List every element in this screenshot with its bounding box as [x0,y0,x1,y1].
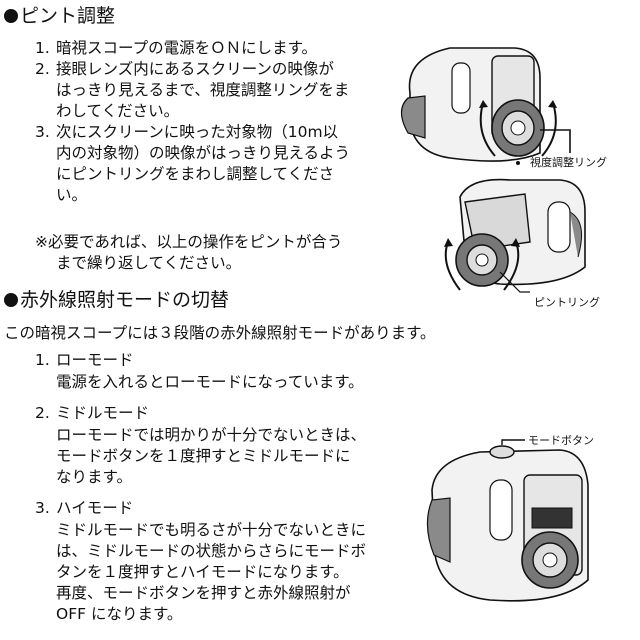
bullet-icon [4,293,18,307]
rotation-arrow-icon [511,238,520,247]
mode-3-line-5: OFF になります。 [56,605,183,623]
mode-3-number: 3. [35,499,50,517]
mode-2-line-2: モードボタンを１度押すとミドルモードに [56,447,351,465]
ir-mode-intro: この暗視スコープには３段階の赤外線照射モードがあります。 [4,324,436,342]
mode-3-line-4: 再度、モードボタンを押すと赤外線照射が [56,584,351,602]
night-vision-scope-illustration [426,439,589,602]
bullet-icon [4,9,18,23]
note-line-2: まで繰り返してください。 [56,254,242,272]
mode-2-line-3: なります。 [56,468,132,486]
step-3-line-1: 次にスクリーンに映った対象物（10m以 [56,123,339,141]
step-1-text: 暗視スコープの電源をＯＮにします。 [56,39,318,57]
mode-1-line-1: 電源を入れるとローモードになっています。 [56,373,364,391]
mode-3-line-1: ミドルモードでも明るさが十分でないときに [56,521,367,539]
step-3-line-4: い。 [56,186,88,204]
mode-2-title: ミドルモード [56,404,150,422]
step-3-line-2: 内の対象物）の映像がはっきり見えるよう [56,144,351,162]
mode-1-title: ローモード [56,351,134,369]
label-focus-ring: ピントリング [534,296,600,309]
step-2-line-3: わしてください。 [56,102,180,120]
step-2-line-1: 接眼レンズ内にあるスクリーンの映像が [56,60,334,78]
section-heading-focus: ピント調整 [4,4,115,28]
step-2-line-2: はっきり見えるまで、視度調整リングをま [56,81,350,99]
step-1-number: 1. [35,39,50,57]
mode-3-line-2: は、ミドルモードの状態からさらにモードボ [56,542,367,560]
section-heading-ir-mode: 赤外線照射モードの切替 [4,288,229,312]
label-diopter-ring: 視度調整リング [530,156,607,169]
rotation-arrow-icon [479,100,488,108]
mode-1-number: 1. [35,351,50,369]
mode-3-line-3: タンを１度押すとハイモードになります。 [56,563,349,581]
mode-button-icon [489,445,515,459]
step-3-number: 3. [35,123,50,141]
rotation-arrow-icon [548,100,557,108]
label-mode-button: モードボタン [528,434,594,447]
night-vision-scope-illustration [444,178,586,293]
night-vision-scope-illustration [400,47,571,165]
mode-3-title: ハイモード [56,499,134,517]
mode-2-line-1: ローモードでは明かりが十分でないときは、 [56,426,367,444]
step-3-line-3: にピントリングをまわし調整してくださ [56,165,335,183]
note-line-1: ※必要であれば、以上の操作をピントが合う [35,233,343,251]
mode-2-number: 2. [35,404,50,422]
rotation-arrow-icon [444,238,453,247]
step-2-number: 2. [35,60,50,78]
